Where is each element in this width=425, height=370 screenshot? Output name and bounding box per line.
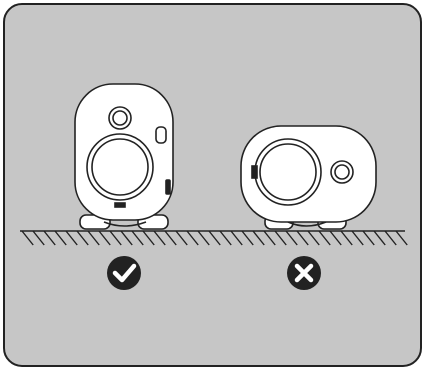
ground-hatch-line <box>274 230 287 246</box>
ground-hatch-line <box>120 230 133 246</box>
ground-hatch-line <box>65 230 78 246</box>
device-base-curve <box>287 221 327 227</box>
ground-hatch-line <box>351 230 364 246</box>
indicator-slot <box>114 202 126 208</box>
ground-hatch-line <box>384 230 397 246</box>
ground-hatch-line <box>362 230 375 246</box>
ground-hatch-line <box>87 230 100 246</box>
ground-hatch-line <box>131 230 144 246</box>
ground-hatch-line <box>175 230 188 246</box>
side-port <box>165 179 171 195</box>
ground-hatch-line <box>153 230 166 246</box>
ground-hatch-line <box>252 230 265 246</box>
speaker-lying-on-side <box>240 125 377 230</box>
device-base-curve <box>103 221 147 227</box>
ground-hatch-line <box>208 230 221 246</box>
ground-hatch-line <box>76 230 89 246</box>
ground-hatch-line <box>263 230 276 246</box>
ground-hatch-line <box>296 230 309 246</box>
ground-hatch-line <box>329 230 342 246</box>
ground-hatch-line <box>43 230 56 246</box>
ground-hatch-line <box>307 230 320 246</box>
ground-hatch-line <box>164 230 177 246</box>
ground-hatch-line <box>395 230 408 246</box>
ground-hatch-line <box>21 230 34 246</box>
ground-hatch-line <box>142 230 155 246</box>
checkmark-icon <box>107 256 141 290</box>
ground-hatch-line <box>32 230 45 246</box>
small-lens-inner <box>334 164 350 180</box>
ground-hatch-line <box>219 230 232 246</box>
side-button <box>155 126 167 144</box>
ground-hatch-line <box>98 230 111 246</box>
ground-hatch-line <box>186 230 199 246</box>
ground-hatch-line <box>109 230 122 246</box>
ground-hatch-line <box>197 230 210 246</box>
ground-surface <box>20 230 408 246</box>
ground-hatch-line <box>241 230 254 246</box>
ground-hatch-line <box>340 230 353 246</box>
large-lens-inner <box>91 138 149 196</box>
large-lens-inner <box>259 143 317 201</box>
ground-hatch-line <box>373 230 386 246</box>
speaker-upright <box>74 83 174 230</box>
ground-hatch-line <box>54 230 67 246</box>
indicator-slot <box>251 165 258 179</box>
small-lens-inner <box>112 110 128 126</box>
ground-hatch-line <box>318 230 331 246</box>
cross-icon <box>287 256 321 290</box>
ground-hatch-line <box>230 230 243 246</box>
ground-hatch-line <box>285 230 298 246</box>
